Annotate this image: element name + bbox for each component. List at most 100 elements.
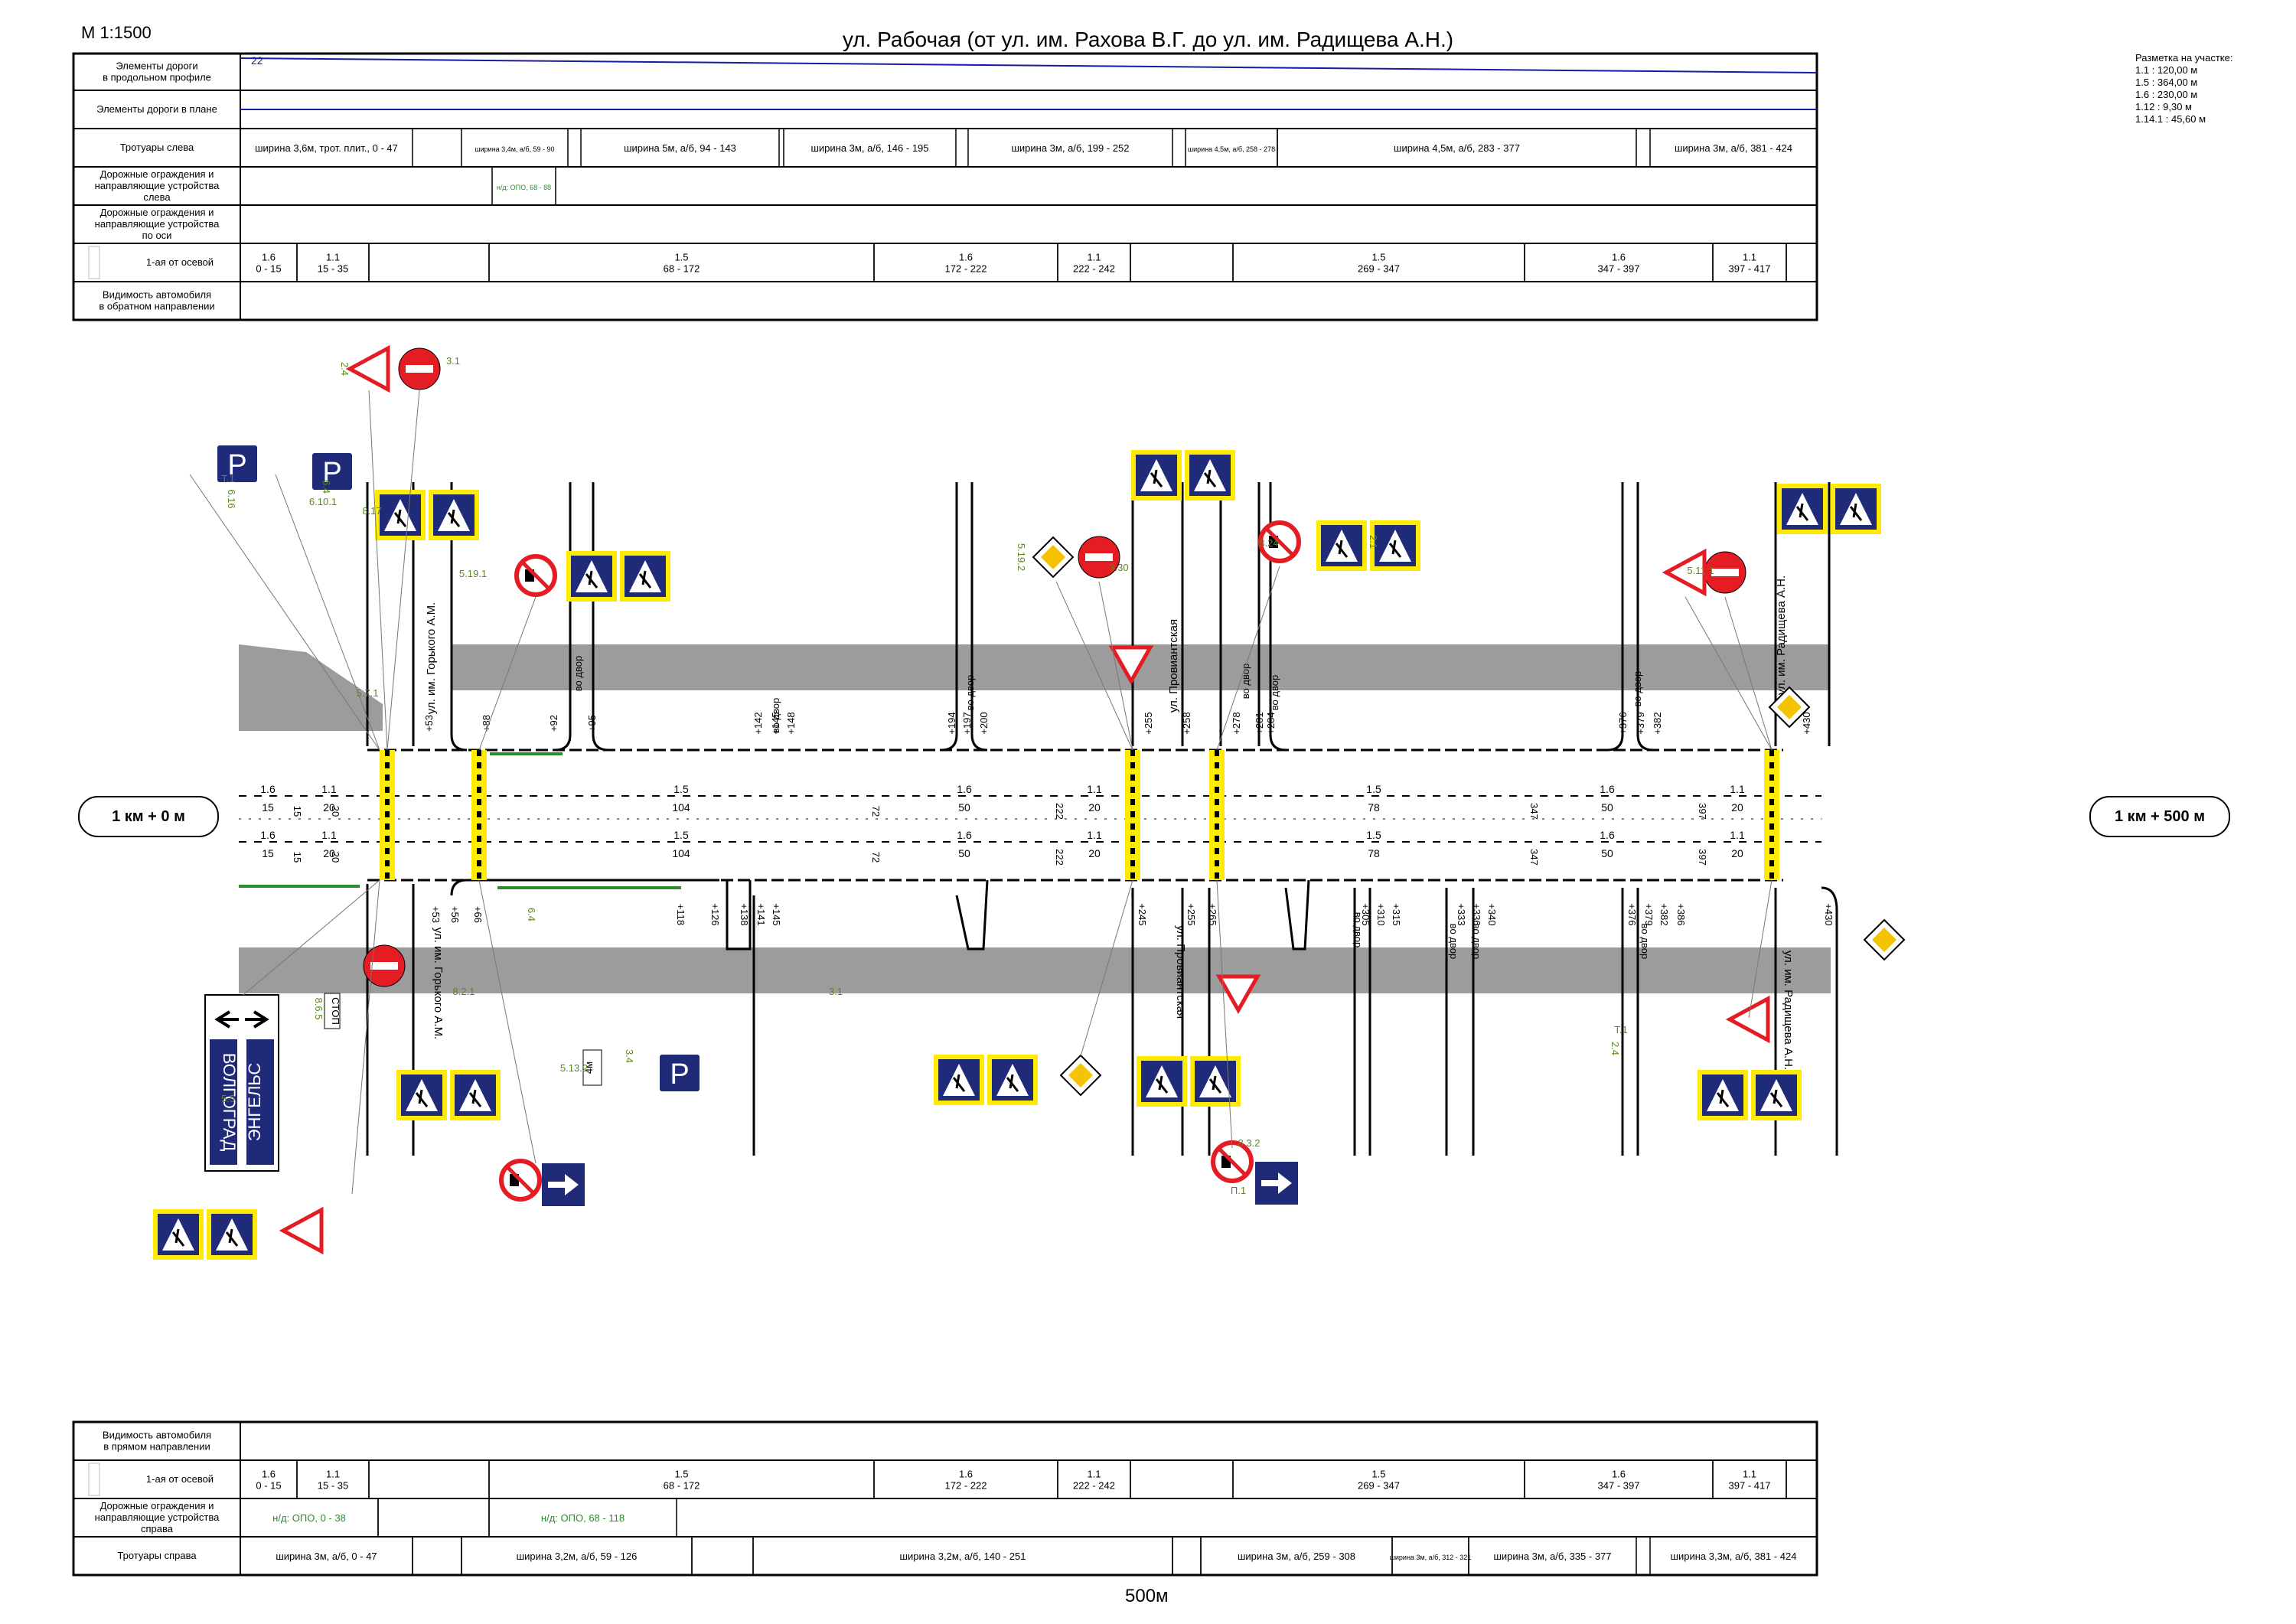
distance-plate: 4м [582, 1049, 602, 1086]
parking-letter: P [670, 1058, 689, 1091]
street-name: ул. им. Горького А.М. [425, 602, 438, 714]
sign-code-label: 3.4 [624, 1049, 635, 1063]
legend-heading: Разметка на участке: [2135, 52, 2233, 64]
lane-marking-length: 78 [1368, 847, 1380, 859]
driveway-label: во двор [572, 656, 584, 691]
chainage-label: +386 [1675, 903, 1687, 925]
sign-code-label: 6.10.1 [309, 496, 337, 507]
parking-letter: P [322, 457, 341, 489]
priority-road-sign-icon [1768, 686, 1811, 729]
driveway-label: во двор [1269, 675, 1280, 710]
distance-label: 222 [1054, 849, 1065, 866]
guard-rails [239, 752, 681, 889]
lane-marking-code: 1.5 [673, 783, 689, 795]
lane-marking-code: 1.6 [1600, 829, 1615, 841]
chainage-label: +53 [423, 715, 435, 732]
profile-line [240, 57, 1818, 73]
road-layout [239, 482, 1838, 1156]
route-destination-right: ЭНГЕЛЬС [245, 1063, 264, 1142]
lane-marking-length: 20 [1088, 801, 1101, 814]
yield-sign-icon [279, 1206, 324, 1255]
sign-code-label: 5.7.1 [357, 687, 379, 699]
pedestrian-crossing-sign-icon [396, 1070, 501, 1120]
leader-lines [189, 390, 1773, 1195]
driveway-label: во двор [1352, 912, 1364, 947]
lane-marking-length: 15 [262, 847, 274, 859]
driveway-label: во двор [770, 698, 781, 733]
one-way-sign-icon [542, 1163, 585, 1206]
street-name: ул. Провиантская [1174, 925, 1187, 1019]
yield-sign-icon [1725, 995, 1770, 1044]
stop-label: СТОП [330, 997, 341, 1025]
table-cell: ширина 3м, а/б, 312 - 321 [1390, 1554, 1472, 1561]
chainage-label: +255 [1143, 712, 1154, 734]
table-cell: ширина 3,3м, а/б, 381 - 424 [1671, 1551, 1797, 1562]
table-cell: ширина 4,5м, а/б, 258 - 278 [1188, 145, 1275, 153]
route-destination-left: ВОЛГОГРАД [220, 1053, 239, 1152]
legend-item: 1.12 : 9,30 м [2135, 101, 2192, 113]
distance-label: 20 [330, 806, 341, 817]
table-cell: ширина 4,5м, а/б, 283 - 377 [1394, 142, 1520, 154]
pedestrian-crossing-sign-icon [1131, 450, 1235, 501]
row-label: Тротуары слева [120, 142, 194, 153]
length-label: 500м [1125, 1586, 1169, 1606]
lane-marking-length: 20 [323, 801, 335, 814]
table-cell: н/д: ОПО, 68 - 88 [497, 184, 551, 191]
chainage-label: +126 [709, 903, 721, 925]
lane-marking-length: 104 [672, 801, 690, 814]
sign-code-label: 2.4 [1609, 1042, 1621, 1055]
diagram-title: ул. Рабочая (от ул. им. Рахова В.Г. до у… [842, 28, 1454, 51]
parking-sign-icon: P [312, 453, 352, 490]
sign-code-label: 8.24 [1259, 537, 1278, 549]
km-end-marker: 1 км + 500 м [2089, 796, 2230, 837]
chainage-label: +305 [1360, 903, 1371, 925]
pedestrian-crossing-sign-icon [1698, 1070, 1802, 1120]
chainage-label: +197 [961, 712, 973, 734]
chainage-label: +310 [1375, 903, 1387, 925]
row-label: Тротуары справа [117, 1550, 197, 1561]
chainage-label: +379 [1643, 903, 1655, 925]
distance-label: 397 [1697, 803, 1708, 820]
chainage-label: +278 [1231, 712, 1242, 734]
scale-label: М 1:1500 [81, 23, 152, 42]
chainage-label: +200 [978, 712, 990, 734]
chainage-label: +245 [1137, 903, 1148, 925]
row-label: Элементы дороги в плане [96, 103, 217, 115]
distance-label: 72 [870, 806, 882, 817]
sign-code-label: 3.30 [1109, 562, 1128, 573]
table-cell: н/д: ОПО, 68 - 118 [541, 1512, 625, 1524]
legend-item: 1.1 : 120,00 м [2135, 64, 2198, 76]
distance-label: 397 [1697, 849, 1708, 866]
lane-marking-code: 1.1 [321, 829, 337, 841]
side-streets-top [366, 482, 1831, 752]
chainage-label: +382 [1658, 903, 1670, 925]
driveway-label: во двор [1240, 664, 1251, 699]
table-cell: ширина 3,6м, трот. плит., 0 - 47 [255, 142, 398, 154]
table-cell: ширина 3м, а/б, 146 - 195 [810, 142, 928, 154]
sign-code-label: 5.19.1 [459, 568, 487, 579]
street-labels: ул. им. Горького А.М.ул. им. Горького А.… [423, 576, 1835, 1070]
sign-code-label: 6.4 [321, 480, 332, 494]
chainage-label: +265 [1207, 903, 1218, 925]
legend-item: 1.5 : 364,00 м [2135, 77, 2198, 88]
no-entry-sign-icon [1704, 551, 1746, 594]
legend-item: 1.6 : 230,00 м [2135, 89, 2198, 100]
marking-legend: Разметка на участке: 1.1 : 120,00 м 1.5 … [2135, 52, 2232, 126]
driveway-label: во двор [1471, 924, 1482, 959]
lane-marking-length: 50 [1601, 847, 1613, 859]
chainage-label: +194 [946, 712, 957, 734]
parking-sign-icon: P [217, 445, 257, 482]
